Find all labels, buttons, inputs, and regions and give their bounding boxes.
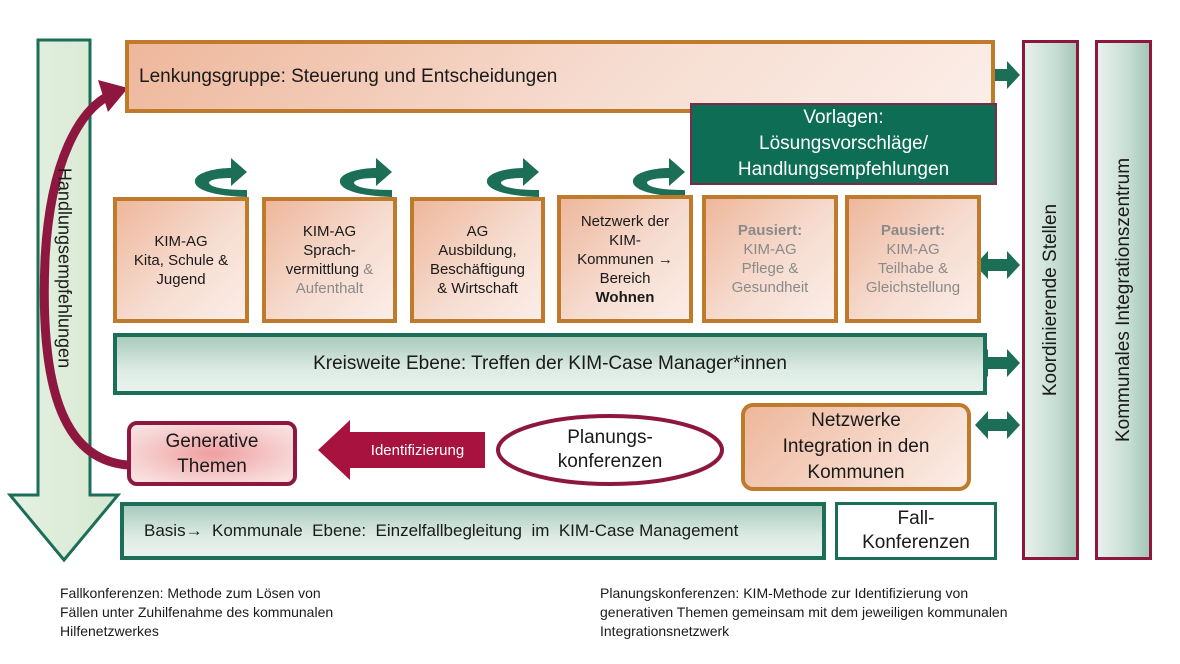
- ag-line: KIM-AG: [886, 241, 940, 258]
- curved-arrow-icon: [339, 158, 392, 197]
- basis-label: Basis→ Kommunale Ebene: Einzelfallbeglei…: [144, 521, 739, 540]
- pausiert-label: Pausiert:: [737, 222, 803, 239]
- handlungsempfehlungen-label-area: Handlungsempfehlungen: [38, 40, 90, 495]
- ag-box-teilhabe: Pausiert: KIM-AG Teilhabe & Gleichstellu…: [845, 195, 981, 323]
- ag-line-grey: &: [359, 261, 374, 278]
- ag-line: Beschäftigung: [429, 261, 526, 278]
- planungskonferenzen-label: Planungs- konferenzen: [500, 418, 720, 482]
- ag-box-pflege: Pausiert: KIM-AG Pflege & Gesundheit: [702, 195, 838, 323]
- netzwerke-line: Kommunen: [807, 462, 905, 483]
- vorlagen-line: Vorlagen:: [803, 107, 884, 128]
- kommunales-integrationszentrum-bar: Kommunales Integrationszentrum: [1095, 40, 1152, 560]
- generative-themen-box: Generative Themen: [127, 421, 297, 486]
- ag-line: Sprach-: [303, 242, 356, 259]
- basis-box: Basis→ Kommunale Ebene: Einzelfallbeglei…: [120, 502, 826, 560]
- vorlagen-line: Handlungsempfehlungen: [737, 159, 950, 180]
- double-arrow-icon: [975, 411, 1020, 439]
- ag-line: Ausbildung,: [438, 242, 517, 259]
- ag-line-bold: Wohnen: [595, 288, 655, 306]
- footnote-line: Hilfenetzwerkes: [60, 623, 159, 639]
- fallkonferenzen-box: Fall- Konferenzen: [835, 502, 997, 560]
- ag-line: AG: [466, 223, 489, 240]
- double-arrow-icon: [975, 251, 1020, 279]
- netzwerke-line: Integration in den: [782, 436, 930, 457]
- kreisweite-ebene-label: Kreisweite Ebene: Treffen der KIM-Case M…: [313, 353, 787, 374]
- ag-line: & Wirtschaft: [437, 280, 518, 297]
- planungskonferenzen-ellipse: [496, 414, 724, 486]
- identifizierung-label: Identifizierung: [350, 432, 485, 468]
- ag-line: Jugend: [156, 270, 206, 288]
- lenkungsgruppe-box: Lenkungsgruppe: Steuerung und Entscheidu…: [125, 40, 995, 113]
- identifizierung-arrow: [318, 420, 485, 480]
- identifizierung-text: Identifizierung: [370, 441, 465, 459]
- pausiert-label: Pausiert:: [880, 222, 946, 239]
- ag-line: Gesundheit: [731, 279, 809, 296]
- koordinierende-stellen-label: Koordinierende Stellen: [1039, 203, 1061, 397]
- kommunales-integrationszentrum-label: Kommunales Integrationszentrum: [1112, 157, 1134, 443]
- footnote-line: Planungskonferenzen: KIM-Methode zur Ide…: [600, 585, 969, 601]
- lenkungsgruppe-label: Lenkungsgruppe: Steuerung und Entscheidu…: [139, 65, 558, 87]
- fallkonferenzen-line: Konferenzen: [862, 532, 970, 553]
- netzwerke-box: Netzwerke Integration in den Kommunen: [741, 403, 971, 491]
- curved-arrow-icon: [486, 158, 539, 197]
- netzwerke-line: Netzwerke: [811, 410, 901, 431]
- ag-line-grey: Aufenthalt: [295, 280, 364, 297]
- ag-line: vermittlung: [285, 261, 360, 278]
- kreisweite-ebene-box: Kreisweite Ebene: Treffen der KIM-Case M…: [113, 333, 987, 395]
- ag-line: Bereich: [599, 269, 651, 287]
- ag-box-sprache: KIM-AG Sprach- vermittlung & Aufenthalt: [262, 197, 397, 323]
- generative-themen-line: Generative: [165, 430, 259, 452]
- planungskonferenzen-line: Planungs-: [567, 427, 653, 448]
- ag-box-ausbildung: AG Ausbildung, Beschäftigung & Wirtschaf…: [410, 197, 545, 323]
- footnote-line: generativen Themen gemeinsam mit dem jew…: [600, 604, 1008, 620]
- handlungsempfehlungen-label: Handlungsempfehlungen: [54, 167, 75, 368]
- ag-line: KIM-AG: [743, 241, 797, 258]
- ag-line: KIM-AG: [302, 223, 357, 240]
- ag-line: Netzwerk der: [580, 212, 670, 230]
- ag-box-wohnen: Netzwerk der KIM- Kommunen → Bereich Woh…: [557, 195, 693, 323]
- generative-themen-line: Themen: [177, 455, 247, 477]
- vorlagen-line: Lösungsvorschläge/: [759, 133, 928, 154]
- fallkonferenzen-line: Fall-: [897, 508, 935, 529]
- ag-line: Teilhabe &: [877, 260, 949, 277]
- footnote-line: Integrationsnetzwerk: [600, 623, 730, 639]
- planungskonferenzen-line: konferenzen: [557, 451, 663, 472]
- ag-line: Pflege &: [741, 260, 799, 277]
- ag-line: Gleichstellung: [865, 279, 961, 296]
- feedback-curved-arrow-icon: [39, 90, 129, 470]
- footnote-line: Fallkonferenzen: Methode zum Lösen von: [60, 585, 321, 601]
- vorlagen-box: Vorlagen: Lösungsvorschläge/ Handlungsem…: [690, 103, 997, 185]
- footnote-left: Fallkonferenzen: Methode zum Lösen von F…: [60, 584, 333, 641]
- ag-box-kita: KIM-AG Kita, Schule & Jugend: [113, 197, 249, 323]
- ag-line: KIM-AG: [154, 232, 208, 250]
- koordinierende-stellen-bar: Koordinierende Stellen: [1022, 40, 1079, 560]
- ag-line: KIM-: [609, 231, 641, 249]
- footnote-line: Fällen unter Zuhilfenahme des kommunalen: [60, 604, 334, 620]
- footnote-right: Planungskonferenzen: KIM-Methode zur Ide…: [600, 584, 1008, 641]
- curved-arrow-icon: [632, 158, 685, 197]
- ag-line: Kita, Schule &: [133, 251, 229, 269]
- curved-arrow-icon: [194, 158, 247, 197]
- ag-line: Kommunen →: [577, 250, 673, 268]
